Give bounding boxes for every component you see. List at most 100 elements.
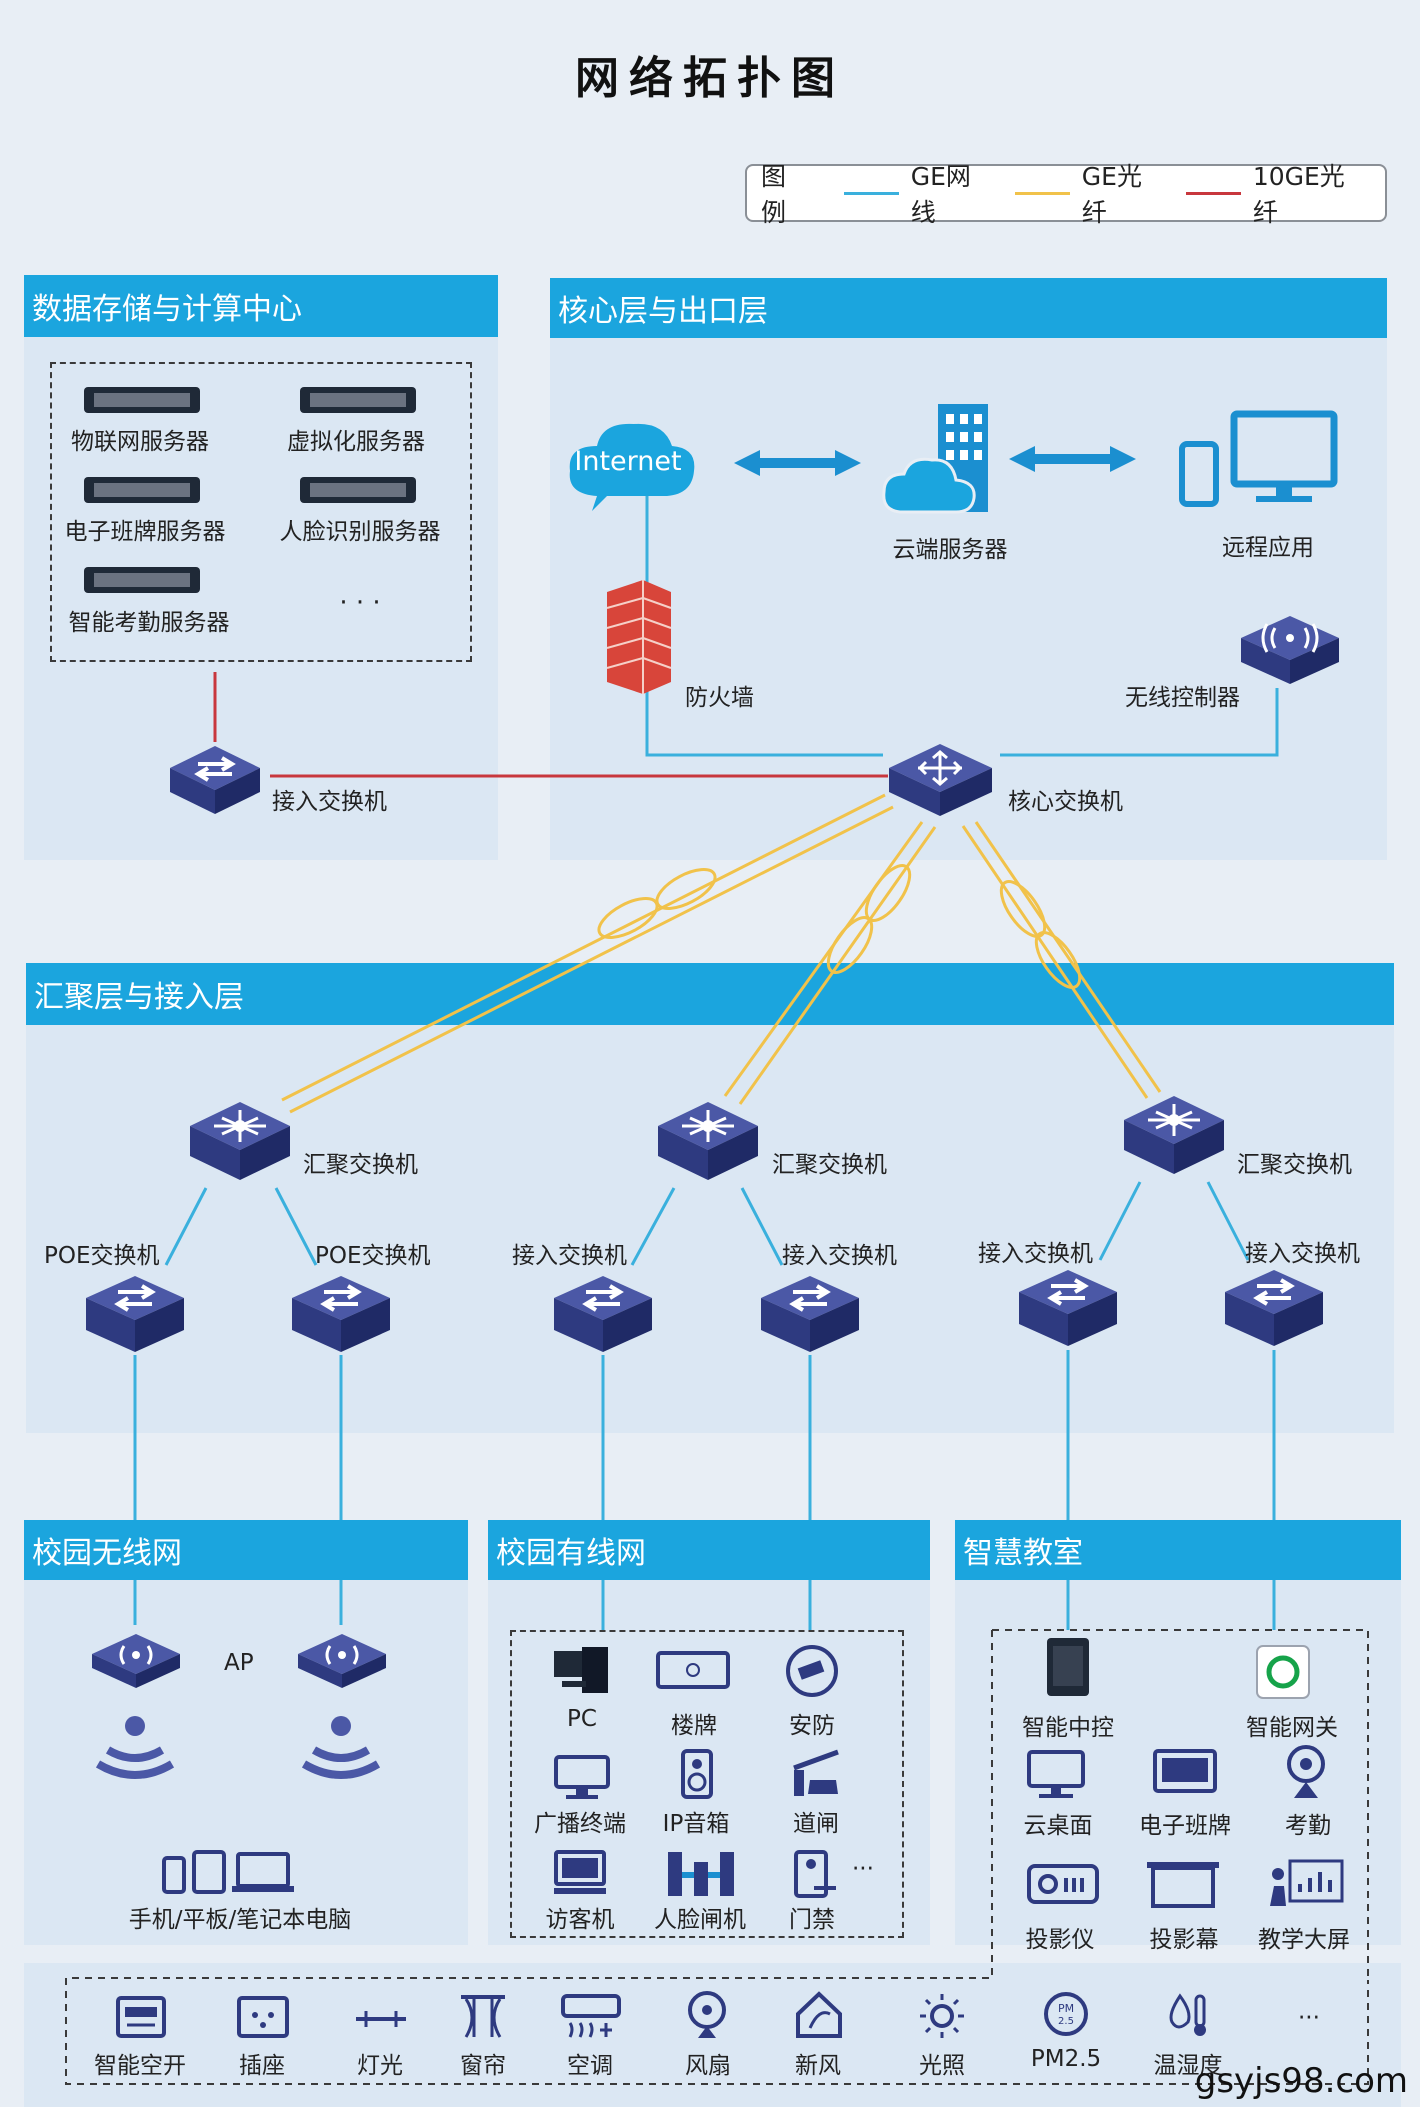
wired-item-label: 访客机 — [545, 1907, 615, 1933]
visitor-machine-icon — [554, 1850, 606, 1894]
face-gate-icon — [668, 1852, 734, 1896]
core-header: 核心层与出口层 — [550, 278, 1387, 338]
wired-item-label: 道闸 — [793, 1811, 839, 1837]
teaching-screen-icon — [1270, 1859, 1344, 1906]
iot-item-label: PM2.5 — [1030, 2046, 1102, 2072]
mobile-devices-icon — [162, 1850, 294, 1894]
access-switch-icon — [170, 746, 260, 814]
access-switch-icon — [1225, 1270, 1323, 1346]
projection-screen-icon — [1147, 1862, 1219, 1908]
server-label: 虚拟化服务器 — [287, 429, 425, 455]
classroom-item-label: 投影幕 — [1149, 1927, 1219, 1953]
fan-icon — [688, 1991, 726, 2038]
legend-10ge-fiber-line — [1185, 191, 1241, 195]
wireless-header: 校园无线网 — [24, 1520, 468, 1580]
legend-10ge-fiber-label: 10GE光纤 — [1252, 162, 1345, 227]
diagram-title: 网络拓扑图 — [575, 53, 845, 104]
iot-item-label: 温湿度 — [1153, 2053, 1223, 2079]
classroom-item-label: 智能中控 — [1022, 1715, 1114, 1741]
aggregation-switch-label: 汇聚交换机 — [1237, 1152, 1352, 1178]
core-switch-icon — [889, 744, 992, 816]
classroom-item-label: 云桌面 — [1023, 1813, 1093, 1839]
wired-item-label: 人脸闸机 — [654, 1907, 746, 1933]
smart-gateway-icon — [1256, 1645, 1310, 1699]
wired-item-label: 广播终端 — [534, 1811, 626, 1837]
datacenter-switch-label: 接入交换机 — [272, 789, 387, 815]
aggregation-switch-label: 汇聚交换机 — [303, 1152, 418, 1178]
wired-header: 校园有线网 — [488, 1520, 930, 1580]
server-icon — [300, 477, 416, 503]
iot-item-label: 灯光 — [357, 2053, 403, 2079]
air-conditioner-icon — [561, 1994, 621, 2038]
curtain-icon — [461, 1995, 505, 2038]
aggregation-switch-icon — [658, 1102, 758, 1180]
access-switch-label: 接入交换机 — [1245, 1241, 1360, 1267]
poe-switch-icon — [86, 1276, 184, 1352]
server-icon — [300, 387, 416, 413]
fiber-links — [281, 793, 1162, 1114]
server-icon — [84, 477, 200, 503]
agg-access-links — [133, 1181, 1276, 1630]
attendance-camera-icon — [1287, 1745, 1325, 1798]
iot-ellipsis: ··· — [1298, 2005, 1320, 2031]
internet-label: Internet — [574, 446, 682, 477]
link-wlc-core — [1000, 688, 1279, 757]
aggregation-panel — [26, 963, 1394, 1433]
wired-ellipsis: ··· — [852, 1856, 874, 1882]
light-icon — [356, 2011, 406, 2027]
humidity-sensor-icon — [1169, 1993, 1206, 2036]
core-switch-label: 核心交换机 — [1008, 789, 1123, 815]
iot-item-label: 光照 — [919, 2053, 965, 2079]
classroom-item-label: 电子班牌 — [1139, 1813, 1231, 1839]
server-label: 智能考勤服务器 — [68, 610, 230, 636]
security-camera-icon — [786, 1645, 838, 1697]
access-switch-icon — [554, 1276, 652, 1352]
aggregation-switch-icon — [1124, 1096, 1224, 1174]
classroom-item-label: 教学大屏 — [1258, 1927, 1350, 1953]
server-label: 电子班牌服务器 — [64, 519, 226, 545]
building-sign-icon — [656, 1651, 730, 1689]
svg-text:2.5: 2.5 — [1058, 2016, 1074, 2027]
class-board-icon — [1153, 1749, 1217, 1793]
classroom-header: 智慧教室 — [955, 1520, 1401, 1580]
firewall-icon — [606, 580, 672, 694]
mobile-devices-label: 手机/平板/笔记本电脑 — [128, 1907, 352, 1933]
iot-item-label: 新风 — [795, 2053, 841, 2079]
access-switch-icon — [1019, 1270, 1117, 1346]
bidirectional-arrow-icon — [734, 450, 861, 476]
barrier-gate-icon — [793, 1749, 839, 1796]
server-icon — [84, 567, 200, 593]
legend-ge-fiber-label: GE光纤 — [1081, 162, 1142, 227]
aggregation-header: 汇聚层与接入层 — [26, 963, 1394, 1025]
fresh-air-icon — [796, 1991, 842, 2038]
iot-item-label: 风扇 — [685, 2053, 731, 2079]
legend: 图例 GE网线 GE光纤 10GE光纤 — [745, 162, 1387, 227]
wired-item-label: IP音箱 — [662, 1811, 730, 1837]
server-label: 人脸识别服务器 — [279, 519, 441, 545]
server-ellipsis: · · · — [339, 588, 381, 618]
server-icon — [84, 387, 200, 413]
link-internet-core — [645, 478, 883, 757]
ap-label: AP — [224, 1650, 254, 1676]
light-sensor-icon — [920, 1994, 964, 2038]
remote-devices-icon — [1179, 410, 1338, 507]
wifi-signal-icon — [95, 1716, 175, 1779]
legend-ge-fiber-line — [1014, 191, 1070, 195]
classroom-item-label: 考勤 — [1285, 1813, 1331, 1839]
iot-item-label: 窗帘 — [460, 2053, 506, 2079]
pm25-sensor-icon: PM2.5 — [1044, 1992, 1088, 2036]
classroom-item-label: 投影仪 — [1025, 1927, 1095, 1953]
classroom-item-label: 智能网关 — [1246, 1715, 1338, 1741]
bidirectional-arrow-icon — [1009, 446, 1136, 472]
wired-item-label: 门禁 — [789, 1907, 835, 1933]
ap-icon — [298, 1634, 386, 1688]
iot-item-label: 智能空开 — [94, 2053, 186, 2079]
wifi-signal-icon — [301, 1716, 381, 1779]
cloud-server-icon — [882, 404, 988, 514]
datacenter-header: 数据存储与计算中心 — [24, 275, 498, 337]
projector-icon — [1027, 1864, 1099, 1904]
aggregation-switch-label: 汇聚交换机 — [772, 1152, 887, 1178]
pc-icon — [554, 1647, 608, 1693]
aggregation-switch-icon — [190, 1102, 290, 1180]
access-switch-label: 接入交换机 — [978, 1241, 1093, 1267]
